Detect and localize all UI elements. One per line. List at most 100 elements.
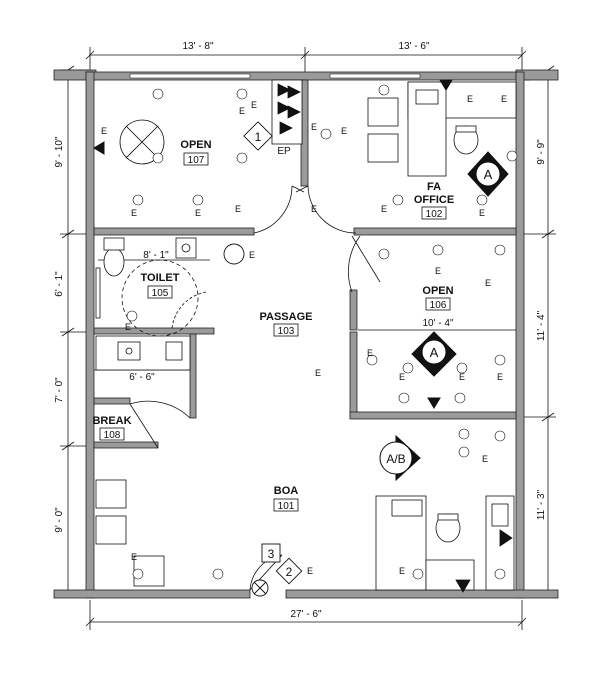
dim-left-1: 9' - 10"	[54, 136, 65, 167]
light-fixture	[132, 568, 144, 580]
light-fixture	[152, 152, 164, 164]
light-fixture	[494, 244, 506, 256]
outlet-label: E	[399, 566, 405, 576]
outlet-label: E	[485, 278, 491, 288]
outlet-label: E	[235, 204, 241, 214]
light-fixture	[458, 428, 470, 440]
outlet-label: E	[467, 94, 473, 104]
room-name: BREAK	[92, 415, 131, 427]
outlet-label: E	[125, 322, 131, 332]
room-name: TOILET	[141, 272, 180, 284]
elevation-marker-ab	[379, 441, 413, 475]
outlet-label: E	[341, 126, 347, 136]
light-fixture	[392, 194, 404, 206]
light-fixture	[494, 354, 506, 366]
outlet-label: E	[399, 372, 405, 382]
key-tag-2-text: 2	[286, 565, 293, 579]
light-fixture	[476, 194, 488, 206]
room-passage-103: PASSAGE 103	[260, 311, 313, 337]
walls	[53, 69, 559, 599]
outlet-label: E	[497, 372, 503, 382]
room-number: 106	[430, 300, 447, 311]
room-name: OPEN	[422, 285, 453, 297]
outlet-label: E	[195, 208, 201, 218]
light-fixture	[126, 310, 138, 322]
outlet-label: E	[251, 100, 257, 110]
door-swings	[121, 185, 381, 591]
key-tag-1	[243, 121, 273, 151]
key-tag-3-text: 3	[268, 547, 275, 561]
outlet-label: E	[311, 122, 317, 132]
dim-top-right: 13' - 6"	[398, 41, 429, 52]
light-fixture	[378, 84, 390, 96]
room-name-line-2: OFFICE	[414, 194, 454, 206]
dim-left-4: 9' - 0"	[54, 507, 65, 533]
toilet	[103, 247, 125, 277]
light-fixture	[454, 392, 466, 404]
elevation-a2-text: A	[430, 345, 439, 360]
outlet-label: E	[367, 348, 373, 358]
outlet-label: E	[131, 552, 137, 562]
fixtures	[95, 79, 517, 593]
outlet-label: E	[249, 250, 255, 260]
outlet-label: E	[501, 94, 507, 104]
elevation-ab-text: A/B	[386, 452, 405, 466]
light-fixture	[236, 152, 248, 164]
room-name: OPEN	[180, 139, 211, 151]
room-name-line-1: FA	[427, 181, 441, 193]
light-fixture	[412, 568, 424, 580]
dim-left-3: 7' - 0"	[54, 377, 65, 403]
thermostat	[223, 243, 245, 265]
outlet-label: E	[435, 266, 441, 276]
light-fixture	[152, 88, 164, 100]
key-tag-1-text: 1	[255, 130, 262, 144]
dim-break-width: 6' - 6"	[129, 372, 155, 383]
panel-label: EP	[277, 146, 291, 157]
room-break-108: BREAK 108	[92, 415, 131, 441]
room-number: 101	[278, 501, 295, 512]
light-fixture	[506, 150, 518, 162]
dim-open106-width: 10' - 4"	[422, 318, 453, 329]
light-fixture	[402, 362, 414, 374]
room-toilet-105: TOILET 105	[141, 272, 180, 299]
outlet-label: E	[479, 208, 485, 218]
room-number: 102	[426, 209, 443, 220]
light-fixtures	[126, 84, 518, 580]
room-number: 108	[104, 430, 121, 441]
elevation-markers	[93, 79, 509, 482]
room-number: 105	[152, 288, 169, 299]
light-fixture	[212, 568, 224, 580]
key-tag-3	[261, 543, 281, 563]
light-fixture	[398, 392, 410, 404]
room-number: 107	[188, 155, 205, 166]
outlet-label: E	[131, 208, 137, 218]
dim-top-left: 13' - 8"	[182, 41, 213, 52]
outlet-label: E	[315, 368, 321, 378]
room-open-107: OPEN 107	[180, 139, 211, 166]
light-fixture	[320, 128, 332, 140]
room-number: 103	[278, 326, 295, 337]
dim-right-1: 9' - 9"	[536, 139, 547, 165]
light-fixture	[432, 244, 444, 256]
elevation-a1-text: A	[484, 167, 493, 182]
outlet-label: E	[239, 106, 245, 116]
outlet-label: E	[311, 204, 317, 214]
dim-right-2: 11' - 4"	[536, 310, 547, 341]
elevation-marker-a2	[421, 339, 447, 365]
light-fixture	[456, 362, 468, 374]
light-fixture	[132, 194, 144, 206]
key-tag-2	[275, 557, 303, 585]
light-fixture	[236, 88, 248, 100]
dim-right-3: 11' - 3"	[536, 489, 547, 520]
room-fa-office-102: FA OFFICE 102	[414, 181, 454, 220]
outlet-label: E	[101, 126, 107, 136]
room-name: PASSAGE	[260, 311, 313, 323]
dim-left-2: 6' - 1"	[54, 271, 65, 297]
outlet-label: E	[482, 454, 488, 464]
light-fixture	[366, 354, 378, 366]
dim-bottom: 27' - 6"	[290, 609, 321, 620]
room-open-106: OPEN 106	[422, 285, 453, 311]
wall-openings	[129, 73, 421, 79]
